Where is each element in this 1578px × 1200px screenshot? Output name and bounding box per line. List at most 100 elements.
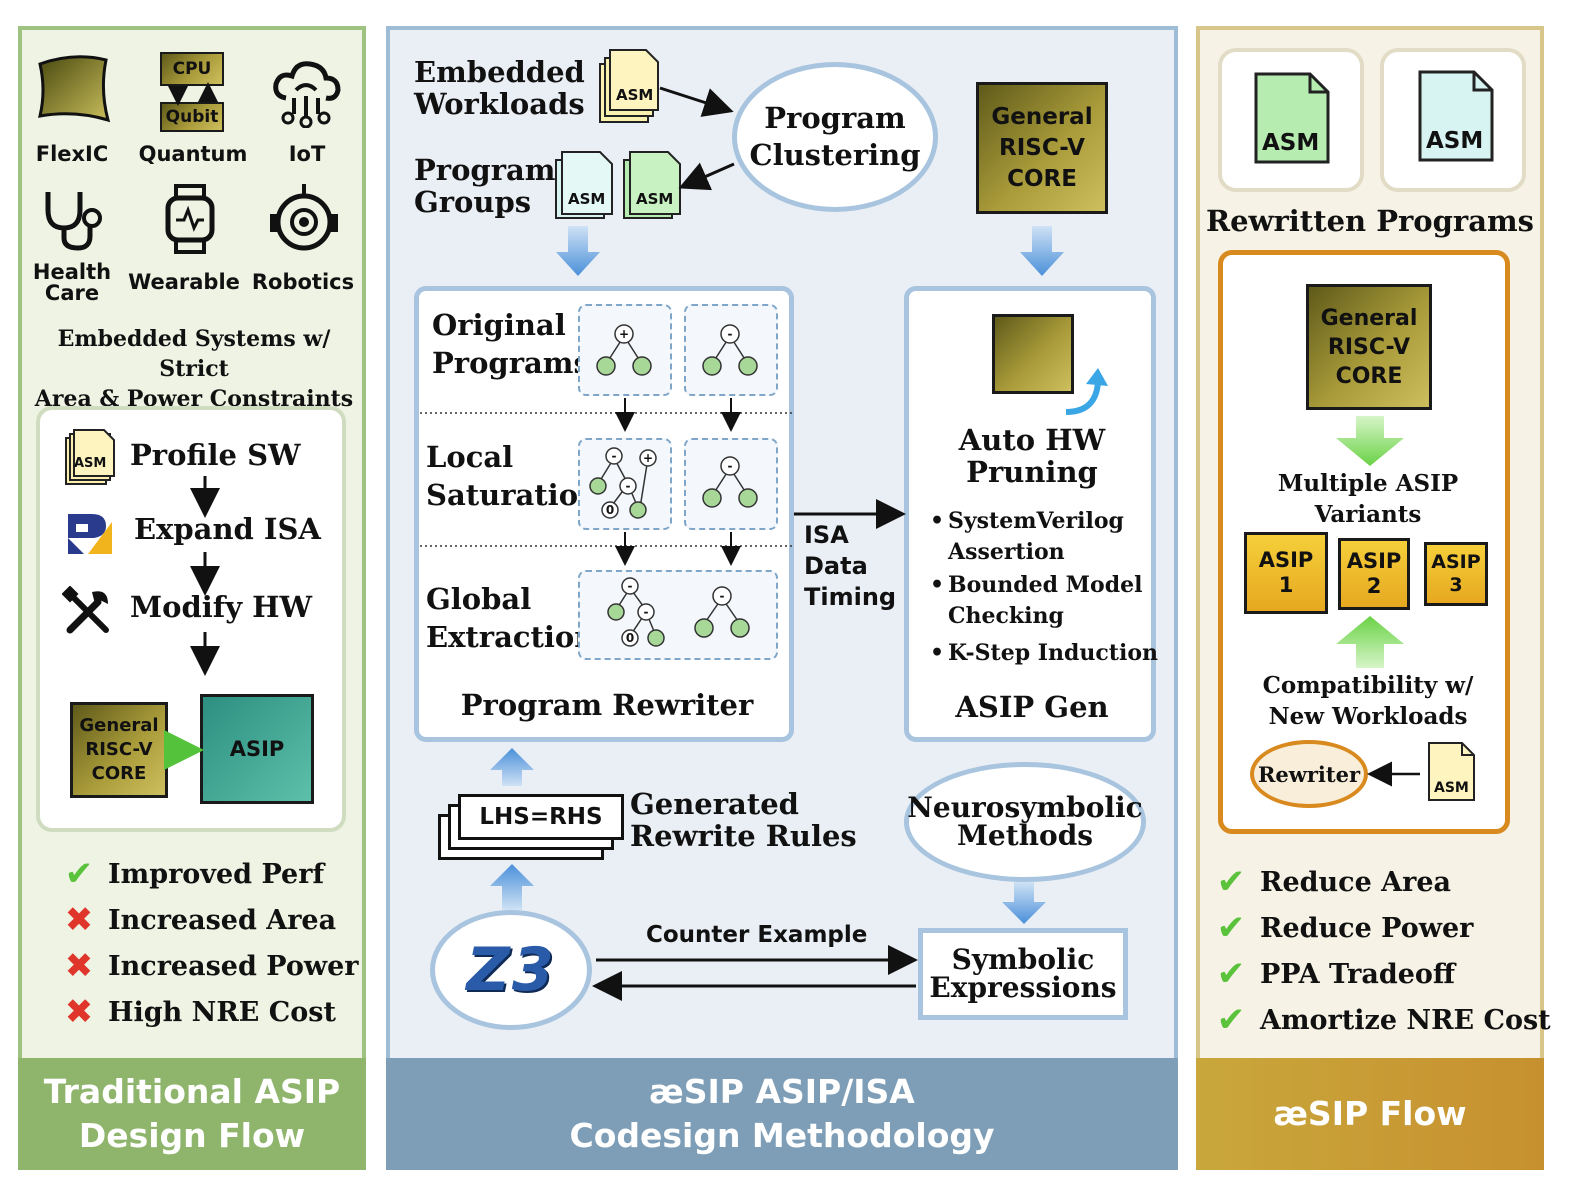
rewritten-asm-doc-icon — [1254, 72, 1330, 164]
rewritten-asm-label-1: ASM — [1262, 130, 1320, 156]
asm-stack-label: ASM — [74, 456, 107, 471]
smartwatch-icon — [165, 184, 215, 254]
group-asm-label-1: ASM — [568, 190, 606, 208]
riscv-logo-icon — [68, 514, 112, 554]
cross-icon: ✖ — [64, 946, 94, 986]
group-asm-icon — [555, 151, 613, 219]
app-label-flexic: FlexIC — [35, 142, 109, 166]
cpu-chip: CPU — [160, 52, 224, 86]
pruning-bullet: • — [930, 572, 945, 598]
right-riscv-core: General RISC-V CORE — [1306, 284, 1432, 410]
traditional-outcome: ✖Increased Power — [60, 946, 359, 986]
aesip-outcome: ✔Reduce Power — [1212, 908, 1474, 948]
symbolic-expressions-box: Symbolic Expressions — [918, 928, 1128, 1020]
app-label-robotics: Robotics — [251, 270, 355, 294]
pruned-core-icon — [992, 314, 1074, 394]
constraint-text: Embedded Systems w/ Strict Area & Power … — [34, 326, 354, 412]
aesip-outcome: ✔Reduce Area — [1212, 862, 1451, 902]
embedded-workloads-label: Embedded Workloads — [414, 55, 585, 121]
egraph-original-1 — [578, 304, 672, 396]
left-asip-chip: ASIP — [200, 694, 314, 804]
rewriter-ellipse: Rewriter — [1250, 740, 1368, 808]
flow-step-profile: Profile SW — [130, 438, 301, 472]
stethoscope-icon — [45, 192, 102, 251]
app-label-healthcare: Health Care — [32, 260, 112, 305]
rewriter-title: Program Rewriter — [460, 688, 754, 722]
traditional-outcome: ✔Improved Perf — [60, 854, 324, 894]
rewriter-row-extraction: Global Extraction — [426, 582, 596, 654]
pruning-bullet-text: SystemVerilog Assertion — [948, 508, 1124, 565]
cross-icon: ✖ — [64, 900, 94, 940]
pruning-bullet-text: K-Step Induction — [948, 640, 1158, 666]
aesip-outcome: ✔PPA Tradeoff — [1212, 954, 1455, 994]
robot-icon — [270, 184, 338, 251]
svg-text:+: + — [619, 327, 629, 341]
workload-asm-stack-icon — [599, 49, 659, 123]
svg-text:-: - — [728, 459, 733, 473]
pruning-bullet: • — [930, 640, 945, 666]
rewritten-programs-label: Rewritten Programs — [1205, 204, 1535, 238]
traditional-flow-footer: Traditional ASIP Design Flow — [18, 1058, 366, 1170]
rewritten-asm-doc-icon — [1418, 70, 1494, 162]
tools-icon — [62, 586, 109, 634]
isa-data-timing-label: ISA Data Timing — [804, 521, 897, 611]
svg-text:-: - — [628, 579, 633, 593]
check-icon: ✔ — [1216, 862, 1246, 902]
codesign-footer: æSIP ASIP/ISA Codesign Methodology — [386, 1058, 1178, 1170]
asip-variant-3: ASIP 3 — [1424, 542, 1488, 606]
check-icon: ✔ — [64, 854, 94, 894]
group-asm-label-2: ASM — [636, 190, 674, 208]
iot-icon — [273, 61, 341, 128]
egraph-saturated-2 — [684, 438, 778, 530]
svg-text:+: + — [643, 451, 653, 465]
egraph-original-2 — [684, 304, 778, 396]
app-label-iot: IoT — [288, 142, 326, 166]
z3-ellipse: Z3 — [430, 910, 592, 1030]
svg-text:-: - — [720, 589, 725, 603]
aesip-outcome: ✔Amortize NRE Cost — [1212, 1000, 1551, 1040]
lhs-rhs-box: LHS=RHS — [458, 794, 624, 840]
multiple-variants-label: Multiple ASIP Variants — [1277, 470, 1459, 528]
traditional-outcome: ✖High NRE Cost — [60, 992, 336, 1032]
svg-text:-: - — [644, 605, 649, 619]
auto-hw-pruning-title: Auto HW Pruning — [958, 423, 1106, 489]
app-label-wearable: Wearable — [128, 270, 240, 294]
svg-text:-: - — [626, 479, 631, 493]
program-clustering-ellipse: Program Clustering — [732, 62, 938, 212]
rewriter-row-saturation: Local Saturation — [426, 440, 600, 512]
egraph-glyphs: +- -+-0 - --0 - — [589, 324, 758, 647]
new-workload-asm-label: ASM — [1434, 780, 1469, 796]
cross-icon: ✖ — [64, 992, 94, 1032]
group-asm-icon — [623, 151, 681, 219]
check-icon: ✔ — [1216, 954, 1246, 994]
svg-text:-: - — [728, 327, 733, 341]
app-label-quantum: Quantum — [138, 142, 248, 166]
generated-rules-label: Generated Rewrite Rules — [630, 787, 857, 853]
flexic-icon — [38, 55, 111, 123]
left-riscv-core: General RISC-V CORE — [70, 702, 168, 798]
pruning-bullet-text: Bounded Model Checking — [948, 572, 1143, 629]
neurosymbolic-ellipse: Neurosymbolic Methods — [904, 762, 1146, 882]
flow-step-modify: Modify HW — [130, 590, 313, 624]
qubit-chip: Qubit — [160, 102, 224, 132]
mid-riscv-core: General RISC-V CORE — [976, 82, 1108, 214]
traditional-outcome: ✖Increased Area — [60, 900, 336, 940]
asip-variant-1: ASIP 1 — [1244, 532, 1328, 614]
svg-text:0: 0 — [626, 631, 634, 645]
pruning-bullet: • — [930, 508, 945, 534]
svg-text:0: 0 — [606, 503, 614, 517]
svg-text:-: - — [612, 449, 617, 463]
asip-gen-title: ASIP Gen — [955, 690, 1109, 724]
program-groups-label: Program Groups — [414, 153, 556, 219]
flow-step-expand: Expand ISA — [134, 512, 321, 546]
aesip-flow-footer: æSIP Flow — [1196, 1058, 1544, 1170]
asm-stack-icon — [65, 429, 115, 485]
check-icon: ✔ — [1216, 908, 1246, 948]
check-icon: ✔ — [1216, 1000, 1246, 1040]
new-workload-asm-icon — [1428, 742, 1475, 801]
counter-example-label: Counter Example — [646, 922, 868, 948]
workload-asm-label: ASM — [616, 86, 654, 104]
compatibility-label: Compatibility w/ New Workloads — [1262, 672, 1474, 730]
z3-logo: Z3 — [466, 935, 556, 1005]
rewriter-row-original: Original Programs — [432, 308, 590, 380]
